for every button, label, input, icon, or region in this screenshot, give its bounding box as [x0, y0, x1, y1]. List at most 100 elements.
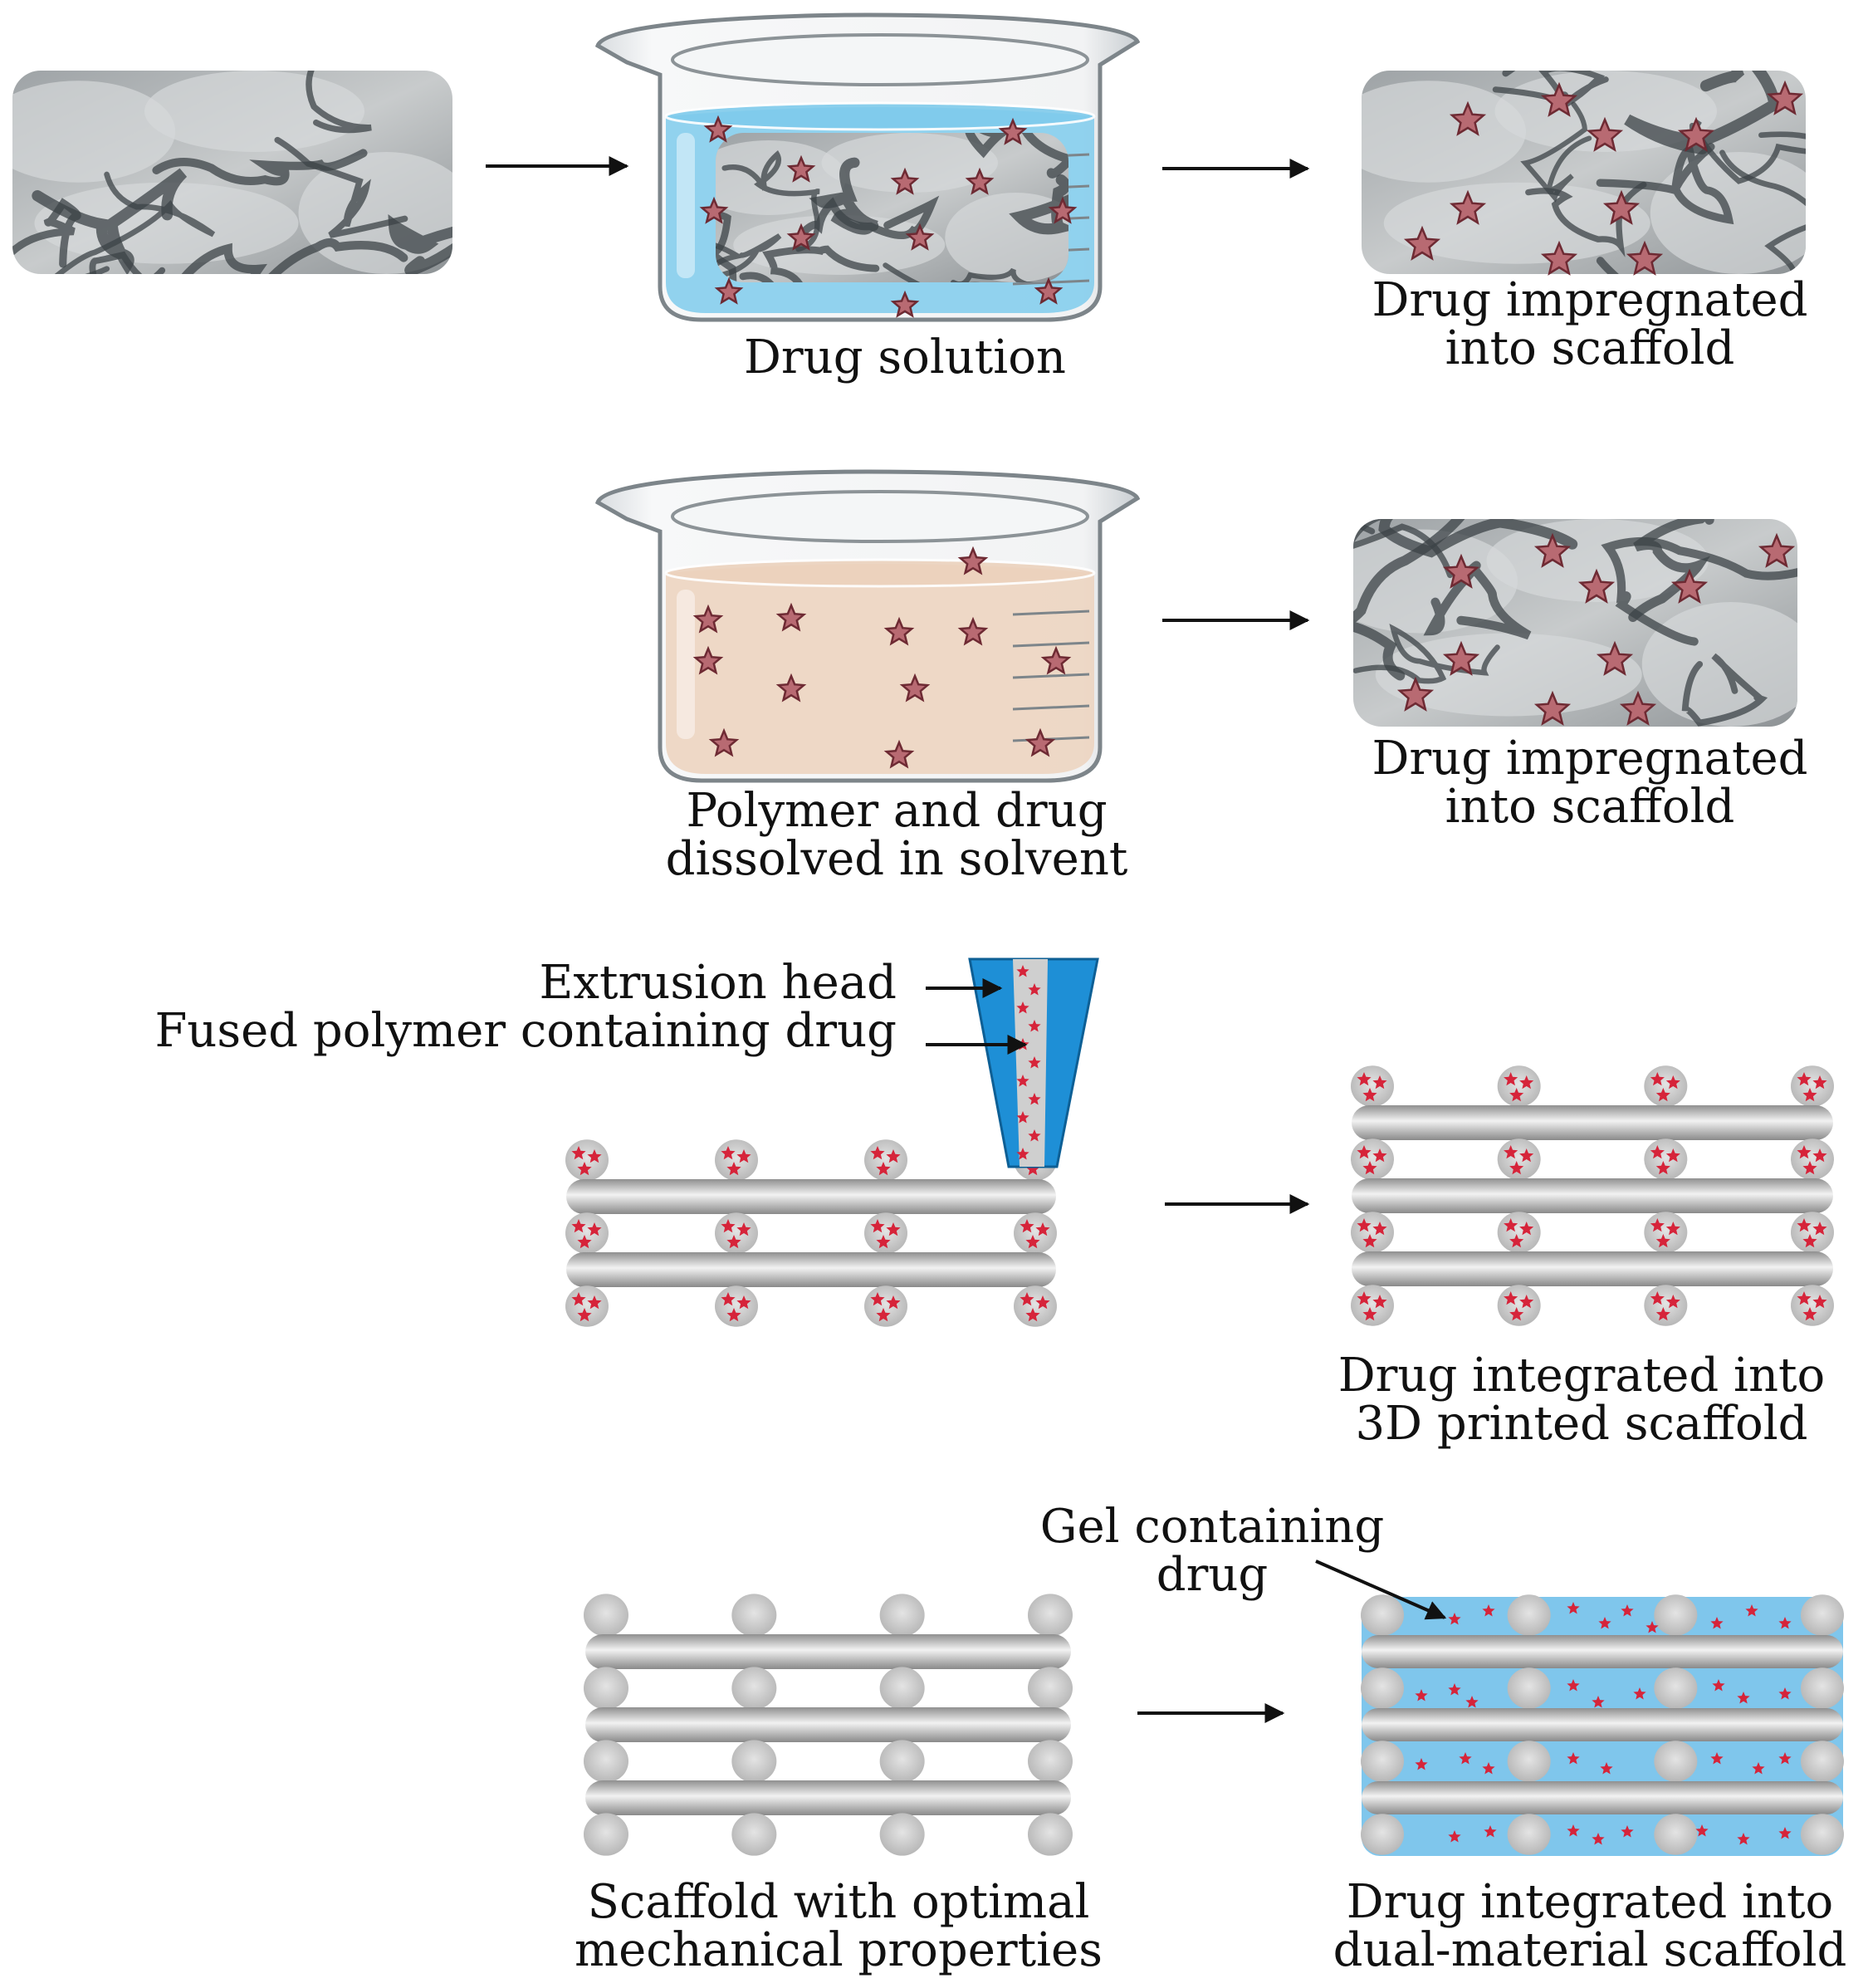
extrusion-head-text: Extrusion head — [539, 956, 897, 1010]
drug-star-icon — [775, 602, 807, 632]
graduation-mark — [1012, 610, 1090, 616]
drug-star-icon — [1509, 1161, 1524, 1175]
scaffold-node — [1497, 1138, 1541, 1180]
beaker-rim — [671, 490, 1089, 543]
drug-star-icon — [870, 1292, 885, 1306]
scaffold-node — [1644, 1065, 1688, 1107]
drug-star-icon — [1025, 1162, 1040, 1176]
scaffold-node — [1791, 1285, 1834, 1326]
drug-star-icon — [1362, 1307, 1377, 1321]
scaffold-node — [715, 1285, 758, 1327]
scaffold-node — [879, 1594, 925, 1637]
drug-star-icon — [1712, 1679, 1725, 1692]
drug-star-icon — [870, 1219, 885, 1233]
scaffold-node — [1801, 1667, 1844, 1709]
drug-star-icon — [699, 196, 729, 224]
drug-star-icon — [1802, 1307, 1817, 1321]
drug-star-icon — [1020, 1219, 1034, 1233]
drug-star-icon — [1372, 1075, 1387, 1089]
label-r2-result: Drug impregnated into scaffold — [1345, 732, 1835, 831]
drug-star-icon — [577, 1162, 592, 1176]
drug-star-icon — [1016, 1001, 1029, 1014]
graduation-mark — [1012, 673, 1090, 679]
drug-star-icon — [587, 1222, 602, 1236]
fused-polymer-text: Fused polymer containing drug — [154, 1004, 897, 1058]
drug-star-icon — [1372, 1222, 1387, 1236]
scaffold-node — [1361, 1741, 1404, 1782]
drug-star-icon — [1586, 116, 1624, 152]
scaffold-node — [1028, 1813, 1073, 1856]
drug-star-icon — [786, 154, 816, 183]
scaffold-node — [1507, 1594, 1551, 1636]
drug-star-icon — [571, 1292, 586, 1306]
scaffold-node — [1507, 1741, 1551, 1782]
beaker-polymer-solution — [594, 469, 1141, 783]
drug-star-icon — [965, 167, 995, 195]
scaffold-rod — [585, 1707, 1071, 1742]
drug-star-icon — [1802, 1088, 1817, 1102]
drug-star-icon — [1650, 1145, 1665, 1159]
r4-result-line2: dual-material scaffold — [1333, 1923, 1847, 1978]
scaffold-in-solution — [716, 133, 1068, 282]
scaffold-node — [864, 1212, 907, 1254]
scaffold-node — [1654, 1741, 1698, 1782]
scaffold-node — [1644, 1212, 1688, 1253]
drug-star-icon — [1442, 640, 1480, 676]
drug-star-icon — [1567, 1824, 1580, 1837]
r2-beaker-line1: Polymer and drug — [686, 784, 1108, 838]
liquid-surface — [664, 558, 1096, 588]
scaffold-line1: Scaffold with optimal — [587, 1875, 1090, 1929]
drug-star-icon — [1621, 1604, 1634, 1617]
liquid-surface — [664, 101, 1096, 131]
drug-star-icon — [577, 1235, 592, 1249]
drug-star-icon — [703, 115, 733, 143]
graduation-mark — [1012, 279, 1090, 286]
label-r3-result: Drug integrated into 3D printed scaffold — [1316, 1349, 1847, 1448]
drug-star-icon — [1484, 1825, 1497, 1838]
scaffold-node — [879, 1667, 925, 1710]
drug-star-icon — [1737, 1833, 1750, 1845]
drug-star-icon — [736, 1222, 751, 1236]
drug-star-icon — [1592, 1833, 1605, 1845]
drug-star-icon — [1362, 1088, 1377, 1102]
scaffold-node — [584, 1594, 628, 1637]
drug-star-icon — [708, 727, 740, 757]
scaffold-node — [1791, 1065, 1834, 1107]
r3-result-line1: Drug integrated into — [1337, 1349, 1826, 1403]
drug-star-icon — [1415, 1758, 1428, 1770]
drug-star-icon — [786, 223, 816, 251]
scaffold-node — [715, 1212, 758, 1254]
drug-star-icon — [1465, 1696, 1479, 1708]
drug-star-icon — [1745, 1604, 1758, 1617]
r2-result-line1: Drug impregnated — [1372, 732, 1808, 786]
drug-star-icon — [571, 1219, 586, 1233]
drug-star-icon — [1040, 645, 1072, 675]
beaker-liquid — [666, 564, 1094, 774]
drug-star-icon — [883, 739, 915, 769]
drug-star-icon — [1020, 1292, 1034, 1306]
drug-star-icon — [1646, 1621, 1659, 1633]
drug-star-icon — [883, 616, 915, 646]
drug-solution-text: Drug solution — [743, 331, 1066, 384]
scaffold-node — [731, 1740, 777, 1783]
drug-star-icon — [1448, 1683, 1461, 1696]
drug-star-icon — [1448, 1613, 1461, 1625]
drug-star-icon — [1540, 81, 1578, 117]
scaffold-node — [1654, 1594, 1698, 1636]
drug-star-icon — [726, 1308, 741, 1322]
scaffold-node — [1497, 1285, 1541, 1326]
scaffold-node — [864, 1139, 907, 1181]
scaffold-node — [565, 1285, 609, 1327]
scaffold-node — [1028, 1594, 1073, 1637]
drug-star-icon — [1357, 1072, 1372, 1086]
scaffold-node — [1361, 1814, 1404, 1855]
drug-star-icon — [1633, 1687, 1646, 1700]
scaffold-rod — [585, 1634, 1071, 1669]
drug-star-icon — [1670, 568, 1709, 604]
drug-star-icon — [1758, 532, 1796, 568]
scaffold-node — [1654, 1814, 1698, 1855]
drug-star-icon — [1802, 1234, 1817, 1248]
scaffold-node — [731, 1667, 777, 1710]
scaffold-node — [584, 1813, 628, 1856]
